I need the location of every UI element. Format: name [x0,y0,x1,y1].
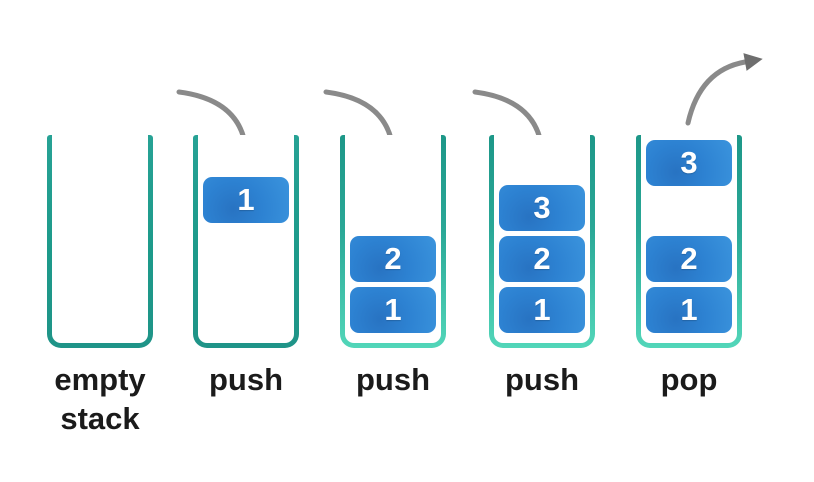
stack-block: 2 [499,236,585,282]
stack-interior [198,135,294,343]
stack-container [47,135,153,348]
stage-push-2: 2 1 push [323,89,446,435]
stack-block: 1 [646,287,732,333]
stage-push-3: 3 2 1 push [472,89,595,435]
stage-empty-stack: empty stack [47,135,153,436]
stage-label: push [504,362,580,397]
stack-block: 1 [499,287,585,333]
stack-block: 2 [350,236,436,282]
stack-block: 3 [646,140,732,186]
stack-block: 1 [203,177,289,223]
stack-block: 2 [646,236,732,282]
stage-label: pop [660,362,718,397]
stack-block: 1 [350,287,436,333]
stage-label: push [355,362,431,397]
stage-label: push [208,362,284,397]
stack-block: 3 [499,185,585,231]
stage-pop: 3 2 1 pop [636,53,763,435]
stage-label: empty stack [54,362,146,436]
stage-push-1: 1 push [176,89,299,435]
pop-arrow-icon [665,35,805,140]
stack-interior [52,135,148,343]
stack-container [193,135,299,348]
